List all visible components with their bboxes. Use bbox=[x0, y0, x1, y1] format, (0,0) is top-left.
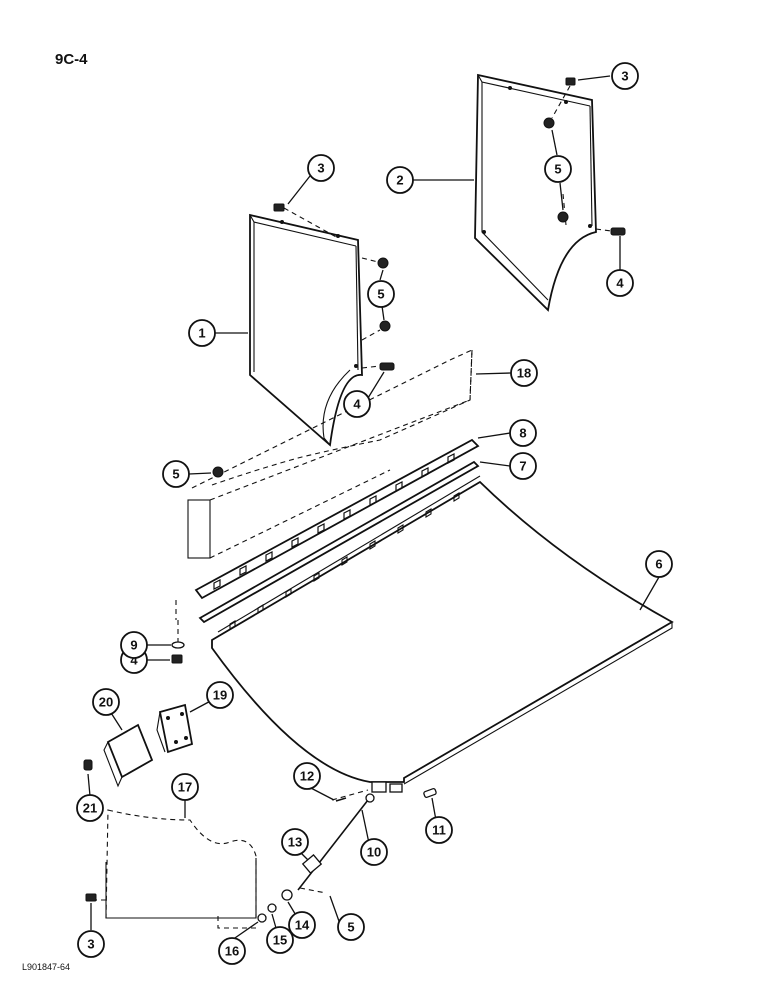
svg-text:14: 14 bbox=[295, 918, 310, 933]
section-label: 9C-4 bbox=[55, 51, 88, 68]
svg-text:18: 18 bbox=[517, 366, 531, 381]
callout-15: 15 bbox=[266, 926, 294, 954]
svg-text:4: 4 bbox=[353, 397, 361, 412]
svg-text:5: 5 bbox=[377, 287, 384, 302]
leader-lines bbox=[87, 75, 660, 941]
callout-8: 8 bbox=[509, 419, 537, 447]
strip-8 bbox=[194, 438, 480, 600]
callout-3-middle: 3 bbox=[307, 154, 335, 182]
callout-5-middle: 5 bbox=[367, 280, 395, 308]
callout-1: 1 bbox=[188, 319, 216, 347]
svg-text:10: 10 bbox=[367, 845, 381, 860]
callout-5-lower: 5 bbox=[337, 913, 365, 941]
callout-11: 11 bbox=[425, 816, 453, 844]
side-panel-right bbox=[474, 73, 597, 312]
hardware-12 bbox=[331, 789, 369, 802]
hardware-part2 bbox=[543, 77, 626, 236]
svg-text:5: 5 bbox=[347, 920, 354, 935]
svg-text:7: 7 bbox=[519, 459, 526, 474]
svg-text:11: 11 bbox=[432, 823, 446, 838]
callout-9: 9 bbox=[120, 631, 148, 659]
side-panel-left bbox=[249, 213, 363, 447]
drawing-number: L901847-64 bbox=[22, 962, 70, 972]
strip-7 bbox=[198, 460, 480, 624]
callout-19: 19 bbox=[206, 681, 234, 709]
callout-16: 16 bbox=[218, 937, 246, 965]
seal-17 bbox=[92, 809, 258, 929]
svg-text:20: 20 bbox=[99, 695, 113, 710]
svg-text:6: 6 bbox=[655, 557, 662, 572]
svg-text:15: 15 bbox=[273, 933, 287, 948]
svg-text:16: 16 bbox=[225, 944, 239, 959]
bracket-19 bbox=[156, 703, 194, 754]
seal-strip-18 bbox=[187, 349, 473, 559]
hardware-part1 bbox=[273, 203, 395, 371]
callout-14: 14 bbox=[288, 911, 316, 939]
callout-10: 10 bbox=[360, 838, 388, 866]
svg-text:17: 17 bbox=[178, 780, 192, 795]
svg-text:4: 4 bbox=[130, 653, 138, 668]
callout-21: 21 bbox=[76, 794, 104, 822]
svg-text:5: 5 bbox=[172, 467, 179, 482]
callout-17: 17 bbox=[171, 773, 199, 801]
svg-text:19: 19 bbox=[213, 688, 227, 703]
svg-text:3: 3 bbox=[317, 161, 324, 176]
hardware-9-4 bbox=[171, 600, 185, 664]
callout-2: 2 bbox=[386, 166, 414, 194]
svg-text:3: 3 bbox=[87, 937, 94, 952]
svg-text:1: 1 bbox=[198, 326, 205, 341]
svg-text:13: 13 bbox=[288, 835, 302, 850]
callout-13: 13 bbox=[281, 828, 309, 856]
callout-5-left: 5 bbox=[162, 460, 190, 488]
svg-text:2: 2 bbox=[396, 173, 403, 188]
callout-18: 18 bbox=[510, 359, 538, 387]
callout-7: 7 bbox=[509, 452, 537, 480]
rod-10 bbox=[297, 793, 375, 891]
callout-5-right: 5 bbox=[544, 155, 572, 183]
bracket-20 bbox=[103, 723, 154, 788]
curved-sheet-6 bbox=[211, 475, 674, 793]
callout-3-lower: 3 bbox=[77, 930, 105, 958]
pin-11 bbox=[423, 788, 437, 798]
screw-21 bbox=[83, 759, 93, 771]
svg-text:4: 4 bbox=[616, 276, 624, 291]
nut-5-left bbox=[212, 466, 224, 478]
callout-4-middle: 4 bbox=[343, 390, 371, 418]
svg-text:3: 3 bbox=[621, 69, 628, 84]
callout-20: 20 bbox=[92, 688, 120, 716]
callout-4-right: 4 bbox=[606, 269, 634, 297]
svg-text:9: 9 bbox=[130, 638, 137, 653]
callout-6: 6 bbox=[645, 550, 673, 578]
svg-text:8: 8 bbox=[519, 426, 526, 441]
bolt-3-lower bbox=[85, 893, 97, 902]
svg-text:12: 12 bbox=[300, 769, 314, 784]
svg-text:5: 5 bbox=[554, 162, 561, 177]
hardware-14-16 bbox=[257, 887, 327, 923]
callout-3-top-right: 3 bbox=[611, 62, 639, 90]
callout-12: 12 bbox=[293, 762, 321, 790]
svg-text:21: 21 bbox=[83, 801, 97, 816]
